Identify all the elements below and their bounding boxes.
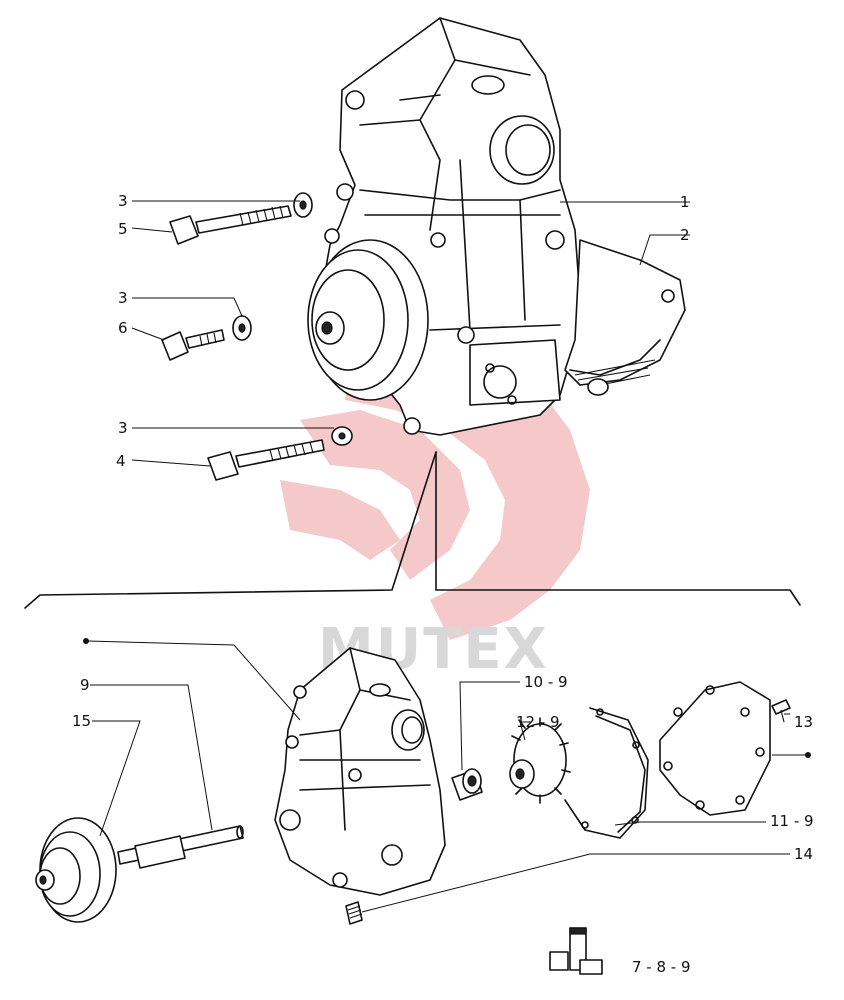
callout-9: 9 [80, 676, 90, 694]
bolt-drawing [161, 205, 325, 481]
washer-drawing [232, 192, 353, 446]
gasket-drawing [564, 707, 649, 839]
impeller-drawing [509, 717, 571, 804]
callout-2: 2 [680, 226, 690, 244]
callout-14: 14 [794, 845, 813, 863]
plug-drawing [345, 901, 363, 925]
callout-12-9: 12 - 9 [516, 713, 560, 731]
kit-icon [549, 927, 603, 975]
callout-1: 1 [680, 193, 690, 211]
callout-6: 6 [118, 319, 128, 337]
callout-15: 15 [72, 712, 91, 730]
cover-drawing [659, 681, 771, 816]
callout-13: 13 [794, 713, 813, 731]
detail-indicator [24, 451, 801, 609]
small-pulley-drawing [35, 817, 117, 923]
pulley-drawing [307, 239, 429, 401]
bullet-dot [83, 638, 89, 644]
screw-drawing [771, 699, 791, 723]
shaft-drawing [117, 825, 244, 869]
callout-4: 4 [116, 452, 126, 470]
callout-3a: 3 [118, 192, 128, 210]
callout-10-9: 10 - 9 [524, 673, 568, 691]
callout-3c: 3 [118, 419, 128, 437]
bullet-dot [805, 752, 811, 758]
callout-11-9: 11 - 9 [770, 812, 814, 830]
callout-5: 5 [118, 220, 128, 238]
pump-body-drawing [274, 647, 446, 896]
callout-3b: 3 [118, 289, 128, 307]
leader-lines [87, 200, 806, 913]
mounting-bracket-drawing [564, 239, 686, 396]
seal-drawing [451, 768, 483, 801]
callout-7-8-9: 7 - 8 - 9 [632, 958, 691, 976]
